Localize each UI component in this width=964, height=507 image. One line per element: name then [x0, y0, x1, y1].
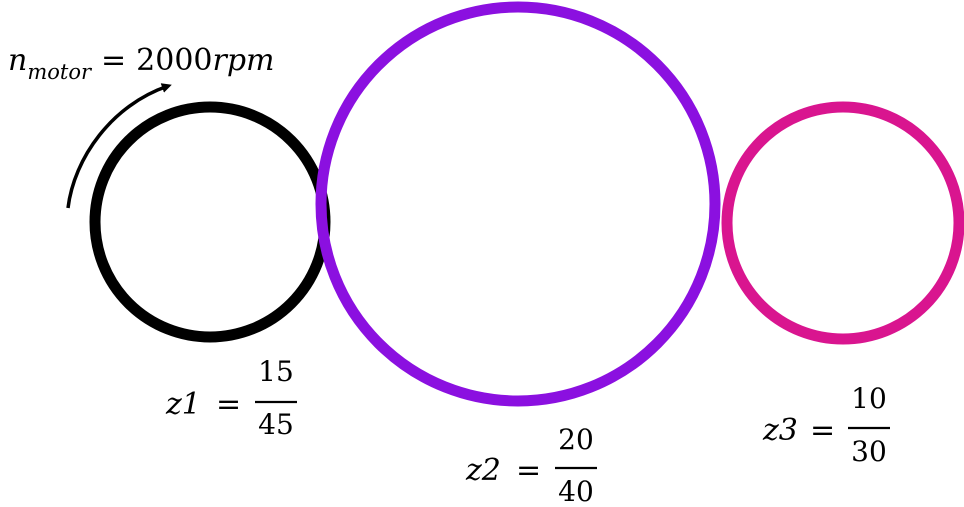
motor-equals: =	[101, 43, 126, 78]
gear-3-numerator: 10	[851, 382, 887, 415]
rotation-arrow-icon	[66, 83, 172, 209]
gear-2-circle	[315, 1, 721, 407]
svg-text:nmotor=2000rpm: nmotor = 2000rpm	[8, 43, 275, 84]
gear-2-denominator: 40	[558, 475, 594, 507]
gear-2-numerator: 20	[558, 423, 594, 456]
motor-symbol: n	[8, 43, 27, 78]
gear-2-equals: =	[516, 453, 541, 488]
motor-value: 2000	[136, 43, 212, 78]
gear-1-circle	[89, 101, 331, 343]
gear-3-equals: =	[810, 413, 835, 448]
gear-1-label: z1 = 15 45	[165, 355, 297, 441]
gear-1-equals: =	[216, 387, 241, 422]
motor-unit: rpm	[213, 43, 275, 78]
motor-subscript: motor	[27, 60, 93, 84]
gear-3-denominator: 30	[851, 435, 887, 468]
gear-1-denominator: 45	[258, 408, 294, 441]
gear-3-circle	[721, 101, 964, 345]
gear-2-label: z2 = 20 40	[465, 423, 597, 507]
gear-1-name: z1	[165, 387, 201, 422]
gear-1-numerator: 15	[258, 355, 294, 388]
gear-2-name: z2	[465, 453, 501, 488]
motor-speed-label: nmotor = 2000rpm	[8, 43, 275, 84]
gear-3-name: z3	[762, 413, 798, 448]
gear-3-label: z3 = 10 30	[762, 382, 890, 468]
